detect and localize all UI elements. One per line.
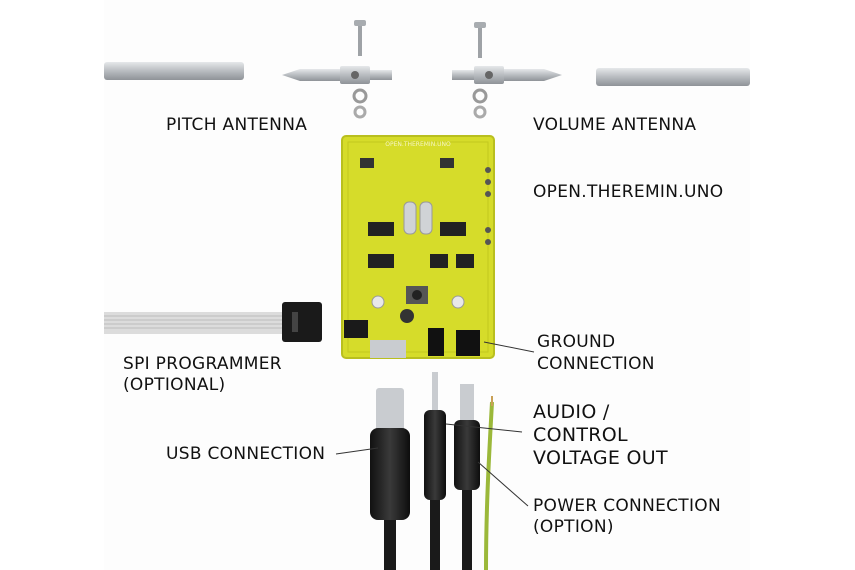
audio-label-line3: VOLTAGE OUT	[533, 447, 668, 469]
product-photo: OPEN.THEREMIN.UNO	[104, 0, 750, 570]
volume-antenna-label: VOLUME ANTENNA	[533, 115, 697, 135]
photo-illustration: OPEN.THEREMIN.UNO	[104, 20, 750, 570]
board-name-label: OPEN.THEREMIN.UNO	[533, 182, 724, 202]
ground-wire	[484, 401, 494, 570]
volume-screw	[472, 22, 488, 119]
spi-label-line2: (OPTIONAL)	[123, 375, 226, 395]
ground-label-line2: CONNECTION	[537, 354, 655, 374]
volume-antenna-rod	[596, 68, 750, 86]
power-callout-line	[477, 461, 529, 507]
audio-label-line2: CONTROL	[533, 424, 628, 446]
spi-ribbon	[104, 302, 322, 342]
pitch-antenna-plug	[282, 66, 392, 84]
audio-callout-line	[445, 423, 523, 433]
power-label-line2: (OPTION)	[533, 517, 614, 537]
ground-callout-line	[483, 341, 535, 353]
usb-cable	[370, 388, 410, 570]
usb-label: USB CONNECTION	[166, 444, 326, 464]
pcb-board: OPEN.THEREMIN.UNO	[341, 135, 495, 359]
volume-antenna-plug	[452, 66, 562, 84]
pitch-antenna-rod	[104, 62, 244, 80]
audio-label-line1: AUDIO /	[533, 401, 610, 423]
power-label-line1: POWER CONNECTION	[533, 496, 721, 516]
pcb-silkscreen: OPEN.THEREMIN.UNO	[385, 141, 451, 148]
pitch-antenna-label: PITCH ANTENNA	[166, 115, 308, 135]
usb-callout-line	[335, 447, 379, 455]
ground-label-line1: GROUND	[537, 332, 616, 352]
pitch-screw	[352, 20, 368, 119]
power-cable	[454, 384, 480, 570]
spi-label-line1: SPI PROGRAMMER	[123, 354, 282, 374]
audio-jack-cable	[424, 372, 446, 570]
